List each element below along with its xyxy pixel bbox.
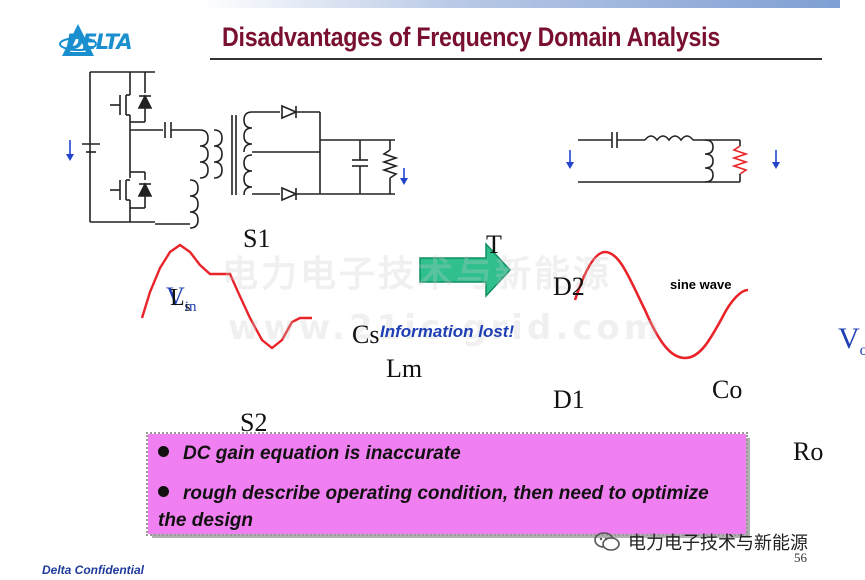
sine-wave-label: sine wave <box>670 277 732 292</box>
bullet-dot-icon <box>158 486 169 498</box>
top-gradient-bar <box>200 0 840 8</box>
label-d1: D1 <box>553 385 585 414</box>
watermark-url: www.21ic-grid.com <box>228 308 664 348</box>
output-voltage-arrow <box>400 168 408 185</box>
label-vo: Vo <box>838 322 865 359</box>
label-t: T <box>486 230 502 259</box>
page-title: Disadvantages of Frequency Domain Analys… <box>222 22 721 52</box>
wechat-account-tag: 电力电子技术与新能源 <box>594 529 808 555</box>
equivalent-circuit <box>578 132 749 183</box>
watermark-cn: 电力电子技术与新能源 <box>222 254 613 295</box>
transform-arrow-icon <box>419 242 512 298</box>
llc-converter-schematic <box>82 71 399 229</box>
input-voltage-arrow <box>66 140 74 161</box>
wechat-account-name: 电力电子技术与新能源 <box>628 533 808 554</box>
bullet-item: rough describe operating condition, then… <box>158 483 709 531</box>
label-ro: Ro <box>793 437 824 466</box>
information-lost-note: Information lost! <box>380 322 515 341</box>
page-number: 56 <box>794 550 807 565</box>
confidential-footer: Delta Confidential <box>42 563 145 577</box>
delta-logo-icon <box>59 24 97 56</box>
label-cs: Cs <box>352 320 380 349</box>
label-vin: Vin <box>166 282 197 316</box>
label-ls: Ls <box>170 285 191 315</box>
conclusion-box: DC gain equation is inaccurate rough des… <box>146 432 748 536</box>
wechat-icon <box>594 532 620 551</box>
title-underline <box>210 58 822 60</box>
label-lm: Lm <box>386 354 423 383</box>
label-d2: D2 <box>553 272 585 301</box>
logo-text: DELTA <box>66 30 133 54</box>
output-sine-waveform <box>573 250 749 360</box>
bullet-item: DC gain equation is inaccurate <box>158 440 461 467</box>
input-square-waveform <box>140 243 312 350</box>
label-s2: S2 <box>240 408 268 437</box>
label-co: Co <box>712 375 743 404</box>
eq-input-arrow <box>566 150 574 169</box>
bullet-dot-icon <box>158 446 169 458</box>
label-s1: S1 <box>243 224 271 253</box>
eq-output-arrow <box>772 150 780 169</box>
